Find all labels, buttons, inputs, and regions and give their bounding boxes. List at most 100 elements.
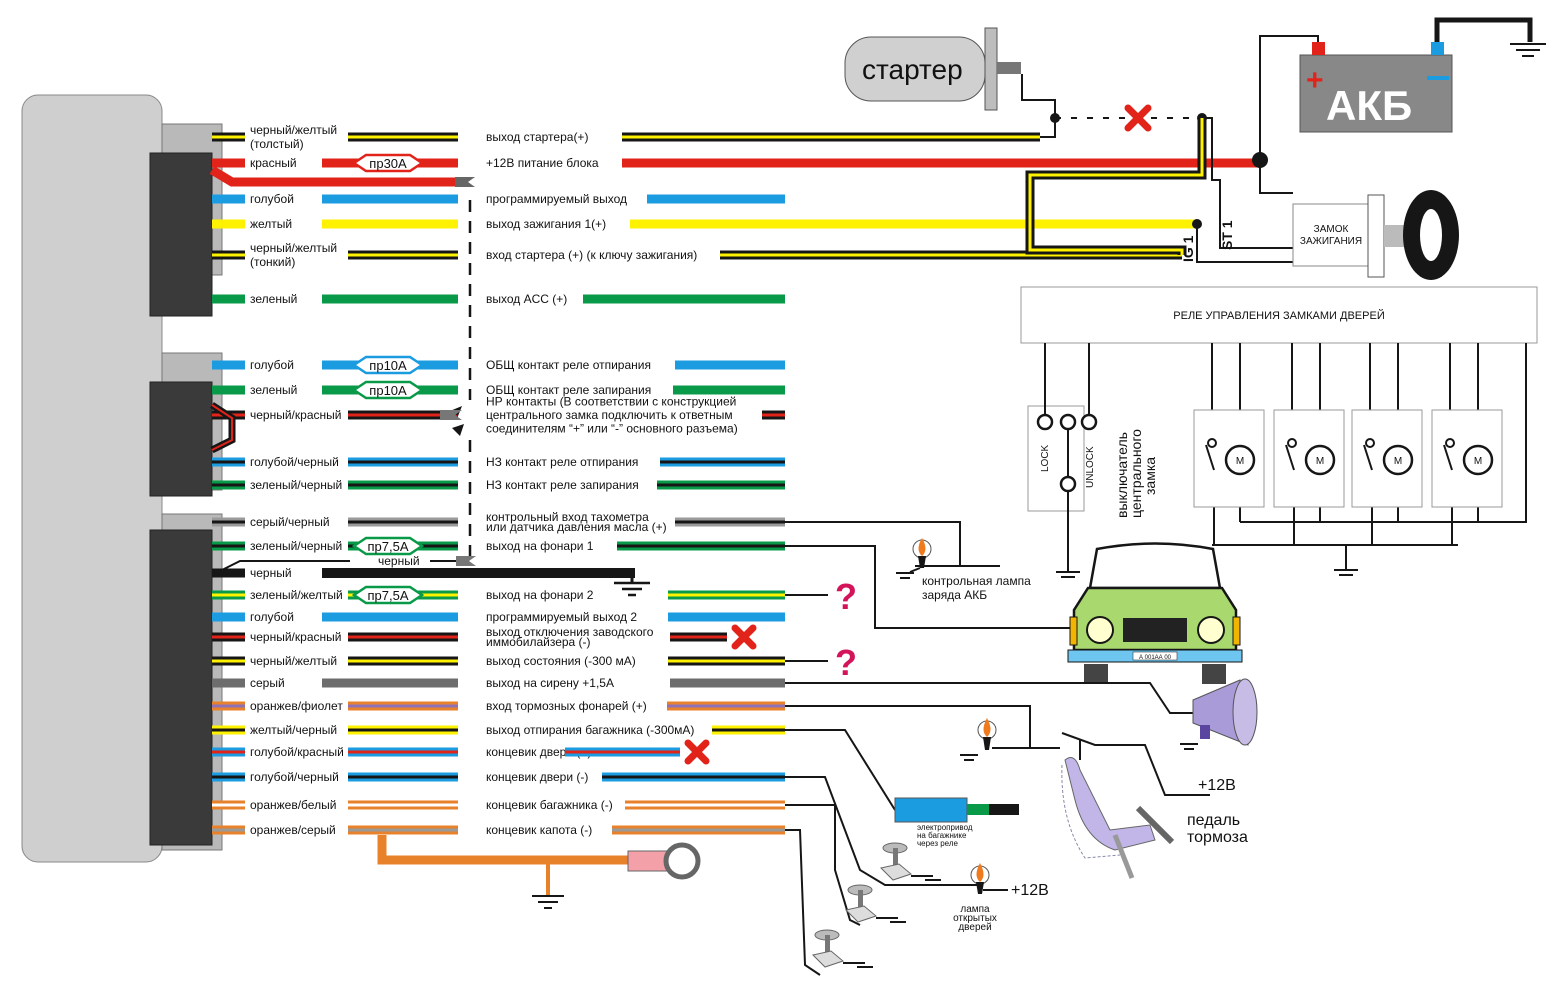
wire-color-label: черный/красный — [250, 408, 341, 422]
wire-segment — [673, 385, 785, 395]
ground-icon — [614, 581, 650, 597]
door-lock-actuator: M — [1431, 409, 1503, 508]
limit-switch-lever — [1443, 444, 1453, 471]
wire-function-label: программируемый выход 2 — [486, 610, 637, 624]
wire-stripe — [348, 635, 458, 639]
door-lock-actuator: M — [1193, 409, 1265, 508]
small-black-wire — [221, 560, 350, 571]
trunk-drive-rod — [989, 804, 1019, 815]
wire-stripe — [348, 413, 458, 417]
wire-segment — [212, 360, 245, 370]
orange-ground-wire — [377, 835, 640, 865]
wire-color-label: (толстый) — [250, 137, 304, 151]
wire-segment — [322, 194, 458, 204]
wire-segment — [212, 219, 245, 229]
brake-pedal-icon — [1061, 757, 1175, 879]
motor-icon — [1382, 444, 1414, 476]
wire-function-label: ОБЩ контакт реле запирания — [486, 383, 651, 397]
wire-color-label: голубой/красный — [250, 745, 344, 759]
wire-segment — [212, 158, 245, 168]
ignition-lock-label: ЗАЖИГАНИЯ — [1300, 236, 1362, 247]
unlock-label: UNLOCK — [1085, 446, 1096, 488]
fuse-icon — [351, 380, 425, 400]
wire-row: черный/желтый(толстый)выход стартера(+) — [212, 123, 1040, 151]
door-switch-icon — [812, 929, 873, 968]
wire-stripe — [348, 253, 458, 257]
car-icon: А 001АА 00 — [1067, 542, 1243, 684]
wire-function-label: выход зажигания 1(+) — [486, 217, 606, 231]
relay-title: РЕЛЕ УПРАВЛЕНИЯ ЗАМКАМИ ДВЕРЕЙ — [1173, 309, 1384, 322]
wire-stripe — [212, 704, 245, 708]
wire-stripe — [212, 460, 245, 464]
wire-stripe — [612, 828, 785, 832]
wire-segment — [212, 678, 245, 688]
ground-icon — [1056, 571, 1080, 578]
wire-stripe — [667, 704, 785, 708]
starter-motor: стартер — [844, 27, 1021, 111]
siren-icon — [1192, 678, 1258, 746]
ig1-label: IG 1 — [1180, 235, 1196, 262]
wire-segment — [322, 612, 458, 622]
wire-segment — [668, 612, 785, 622]
door-lamp-label: дверей — [958, 922, 991, 933]
wire-stripe — [348, 135, 458, 139]
wire-segment — [212, 568, 245, 578]
plus12-label: +12В — [1198, 777, 1236, 794]
door-lamp-label: лампа — [960, 904, 990, 915]
st1-wire — [1202, 117, 1293, 249]
charge-lamp-label: заряда АКБ — [922, 588, 987, 602]
wire-stripe — [617, 544, 785, 548]
wire-color-label: черный/красный — [250, 630, 341, 644]
wire-stripe — [348, 483, 458, 487]
wire-stripe — [212, 659, 245, 663]
cross-icon — [684, 739, 710, 765]
small-black-label: черный — [378, 554, 420, 568]
fuse-icon — [351, 355, 425, 375]
question-mark: ? — [835, 642, 857, 683]
switch-lever — [1059, 475, 1077, 493]
battery: + АКБ — [1299, 42, 1453, 133]
lights-wire — [785, 545, 1075, 629]
st1-label: ST 1 — [1219, 220, 1235, 250]
black-red-loop-stripe — [211, 404, 233, 451]
switch-label: замка — [1142, 457, 1158, 495]
wire-color-label: серый/черный — [250, 515, 330, 529]
wire-color-label: желтый — [250, 217, 292, 231]
trunk-drive-label: электропривод — [917, 823, 973, 832]
wire-segment — [647, 194, 785, 204]
wire-stripe — [602, 775, 785, 779]
wire-color-label: голубой/черный — [250, 455, 339, 469]
wire-function-label: контрольный вход тахометра — [486, 510, 649, 524]
fuse-label: пр7,5А — [367, 539, 408, 554]
wire-stripe — [660, 460, 785, 464]
wire-stripe — [348, 520, 458, 524]
limit-switch-lever — [1205, 444, 1215, 471]
fuse-icon — [351, 536, 425, 556]
ground-icon — [532, 895, 564, 909]
trunk-wire — [785, 729, 896, 811]
wire-stripe — [675, 520, 785, 524]
junction — [1050, 113, 1060, 123]
wire-stripe — [712, 728, 785, 732]
wire-stripe — [212, 803, 245, 807]
wire-stripe — [622, 135, 1040, 139]
cut-cross-icon — [1124, 104, 1152, 132]
wire-stripe — [668, 593, 785, 597]
wire-segment — [322, 219, 458, 229]
connector-terminal — [456, 556, 476, 566]
wire-function-label: +12В питание блока — [486, 156, 599, 170]
arrow-heads — [450, 406, 464, 436]
door-switch-wire — [785, 776, 980, 886]
wire-stripe — [212, 253, 245, 257]
wire-function-label: НЗ контакт реле запирания — [486, 478, 639, 492]
wire-stripe — [565, 750, 680, 754]
ground-icon — [896, 572, 914, 579]
wire-stripe — [212, 828, 245, 832]
wire-color-label: зеленый — [250, 292, 297, 306]
